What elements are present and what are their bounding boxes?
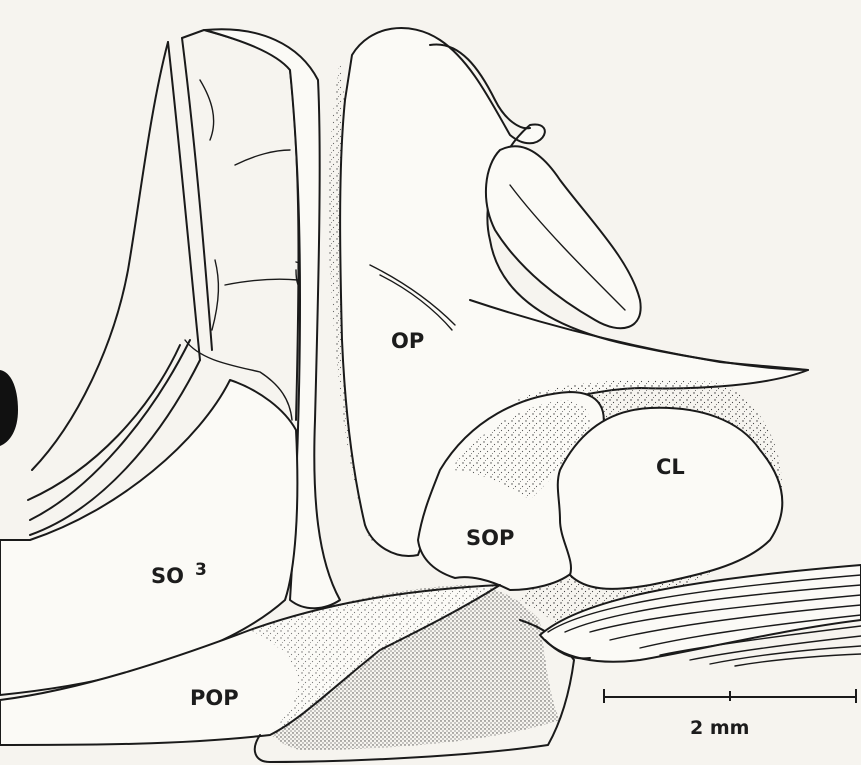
label-op: OP (391, 329, 424, 353)
specimen-pin-mark (0, 370, 18, 446)
label-so3-superscript: 3 (195, 560, 207, 580)
label-sop: SOP (466, 526, 514, 550)
label-pop: POP (190, 686, 239, 710)
label-so3: SO (151, 564, 184, 588)
scale-bar-label: 2 mm (690, 717, 749, 739)
label-cl: CL (656, 455, 685, 479)
suborbital-strip (168, 30, 307, 420)
scale-bar: 2 mm (604, 689, 856, 739)
